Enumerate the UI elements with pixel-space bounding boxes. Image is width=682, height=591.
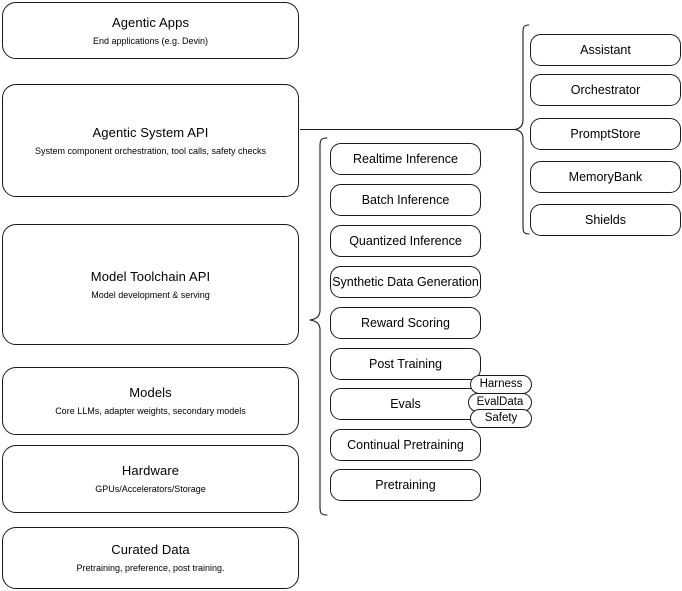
layer-hardware[interactable]: Hardware GPUs/Accelerators/Storage bbox=[2, 445, 299, 513]
capability-evals[interactable]: Evals bbox=[330, 388, 481, 420]
component-promptstore[interactable]: PromptStore bbox=[530, 118, 681, 150]
component-label: Orchestrator bbox=[570, 82, 641, 97]
capability-post-training[interactable]: Post Training bbox=[330, 348, 481, 380]
component-label: PromptStore bbox=[570, 126, 641, 141]
eval-badge-evaldata[interactable]: EvalData bbox=[468, 393, 532, 412]
layer-curated-data[interactable]: Curated Data Pretraining, preference, po… bbox=[2, 527, 299, 589]
layer-subtitle: GPUs/Accelerators/Storage bbox=[95, 484, 206, 494]
capability-label: Reward Scoring bbox=[361, 315, 450, 330]
layer-title: Model Toolchain API bbox=[90, 268, 211, 284]
capability-batch-inference[interactable]: Batch Inference bbox=[330, 184, 481, 216]
eval-badge-harness[interactable]: Harness bbox=[470, 375, 532, 394]
capability-reward-scoring[interactable]: Reward Scoring bbox=[330, 307, 481, 339]
component-shields[interactable]: Shields bbox=[530, 204, 681, 236]
capability-continual-pretraining[interactable]: Continual Pretraining bbox=[330, 429, 481, 461]
capability-label: Realtime Inference bbox=[353, 151, 458, 166]
capability-pretraining[interactable]: Pretraining bbox=[330, 469, 481, 501]
capability-label: Evals bbox=[390, 396, 421, 411]
capability-label: Continual Pretraining bbox=[347, 437, 464, 452]
brace-toolchain-capabilities bbox=[305, 137, 329, 517]
capability-synthetic-data-generation[interactable]: Synthetic Data Generation bbox=[330, 266, 481, 298]
capability-label: Post Training bbox=[369, 356, 442, 371]
capability-label: Quantized Inference bbox=[349, 233, 462, 248]
component-label: Assistant bbox=[580, 42, 631, 57]
eval-badge-safety[interactable]: Safety bbox=[470, 409, 532, 428]
capability-label: Synthetic Data Generation bbox=[332, 274, 479, 289]
component-orchestrator[interactable]: Orchestrator bbox=[530, 74, 681, 106]
eval-badge-label: EvalData bbox=[476, 396, 524, 408]
layer-title: Models bbox=[129, 385, 172, 400]
layer-subtitle: Pretraining, preference, post training. bbox=[76, 563, 225, 573]
layer-title: Curated Data bbox=[111, 542, 190, 557]
component-label: MemoryBank bbox=[568, 169, 643, 184]
layer-models[interactable]: Models Core LLMs, adapter weights, secon… bbox=[2, 367, 299, 435]
layer-title: Agentic Apps bbox=[111, 14, 190, 30]
component-label: Shields bbox=[585, 212, 626, 227]
capability-label: Batch Inference bbox=[361, 192, 450, 207]
layer-subtitle: Model development & serving bbox=[91, 289, 210, 300]
layer-agentic-system-api[interactable]: Agentic System API System component orch… bbox=[2, 84, 299, 197]
layer-subtitle: End applications (e.g. Devin) bbox=[92, 35, 209, 46]
component-memorybank[interactable]: MemoryBank bbox=[530, 161, 681, 193]
component-assistant[interactable]: Assistant bbox=[530, 34, 681, 66]
connector-agentic-system-to-components bbox=[299, 120, 524, 140]
layer-subtitle: System component orchestration, tool cal… bbox=[34, 145, 267, 156]
layer-model-toolchain-api[interactable]: Model Toolchain API Model development & … bbox=[2, 224, 299, 345]
capability-label: Pretraining bbox=[375, 477, 436, 492]
layer-title: Hardware bbox=[121, 463, 180, 478]
layer-title: Agentic System API bbox=[92, 124, 209, 140]
capability-quantized-inference[interactable]: Quantized Inference bbox=[330, 225, 481, 257]
layer-subtitle: Core LLMs, adapter weights, secondary mo… bbox=[55, 406, 246, 416]
layer-agentic-apps[interactable]: Agentic Apps End applications (e.g. Devi… bbox=[2, 2, 299, 59]
capability-realtime-inference[interactable]: Realtime Inference bbox=[330, 143, 481, 175]
eval-badge-label: Safety bbox=[484, 412, 518, 424]
eval-badge-label: Harness bbox=[479, 378, 523, 390]
